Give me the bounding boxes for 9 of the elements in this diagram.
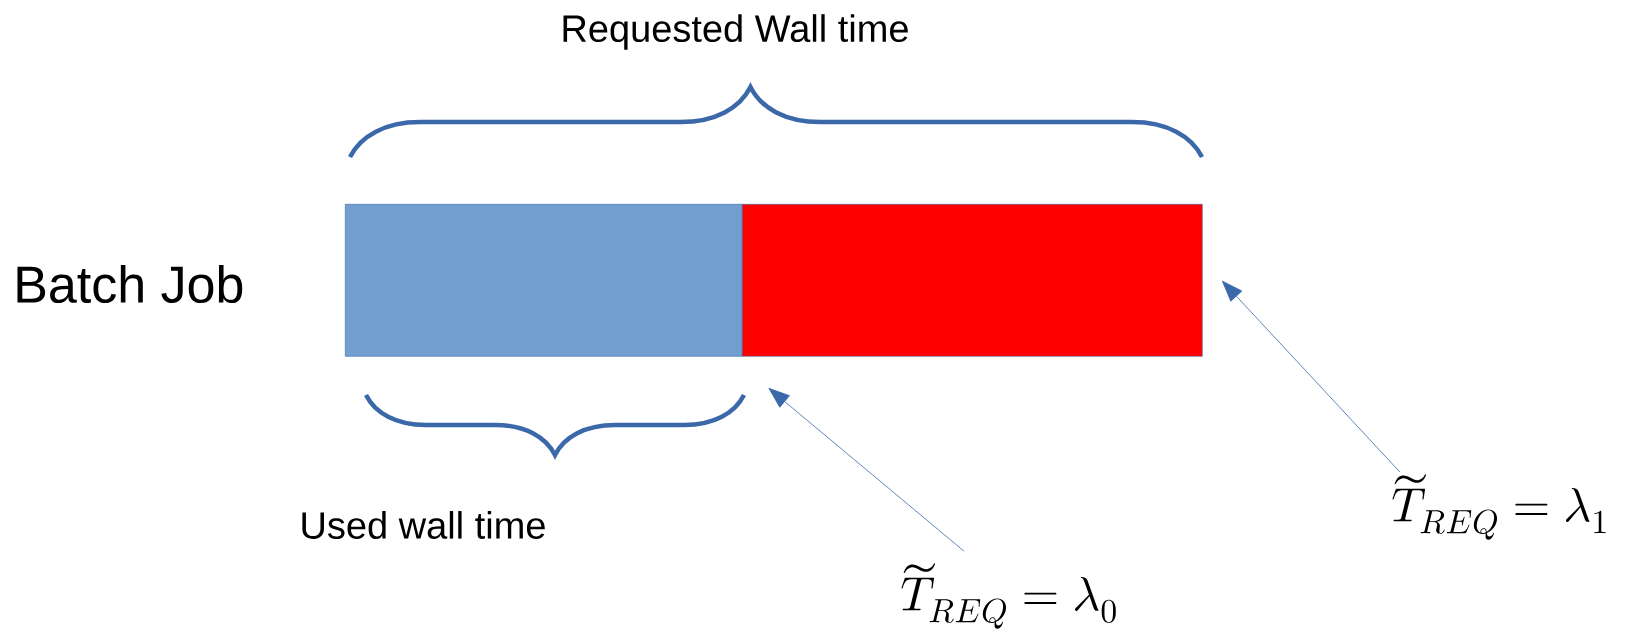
formula-label: $\widetilde{T}_{REQ} = \lambda_1$ [1392,474,1606,540]
row-label: Batch Job [17,264,243,304]
arrow [1222,280,1401,473]
bar-segment [345,204,743,357]
brace-label: Used wall time [302,511,545,539]
formula-label: $\widetilde{T}_{REQ} = \lambda_0$ [901,563,1116,629]
arrow [768,387,965,552]
brace-label: Requested Wall time [563,14,908,50]
bar-segment [742,204,1203,357]
